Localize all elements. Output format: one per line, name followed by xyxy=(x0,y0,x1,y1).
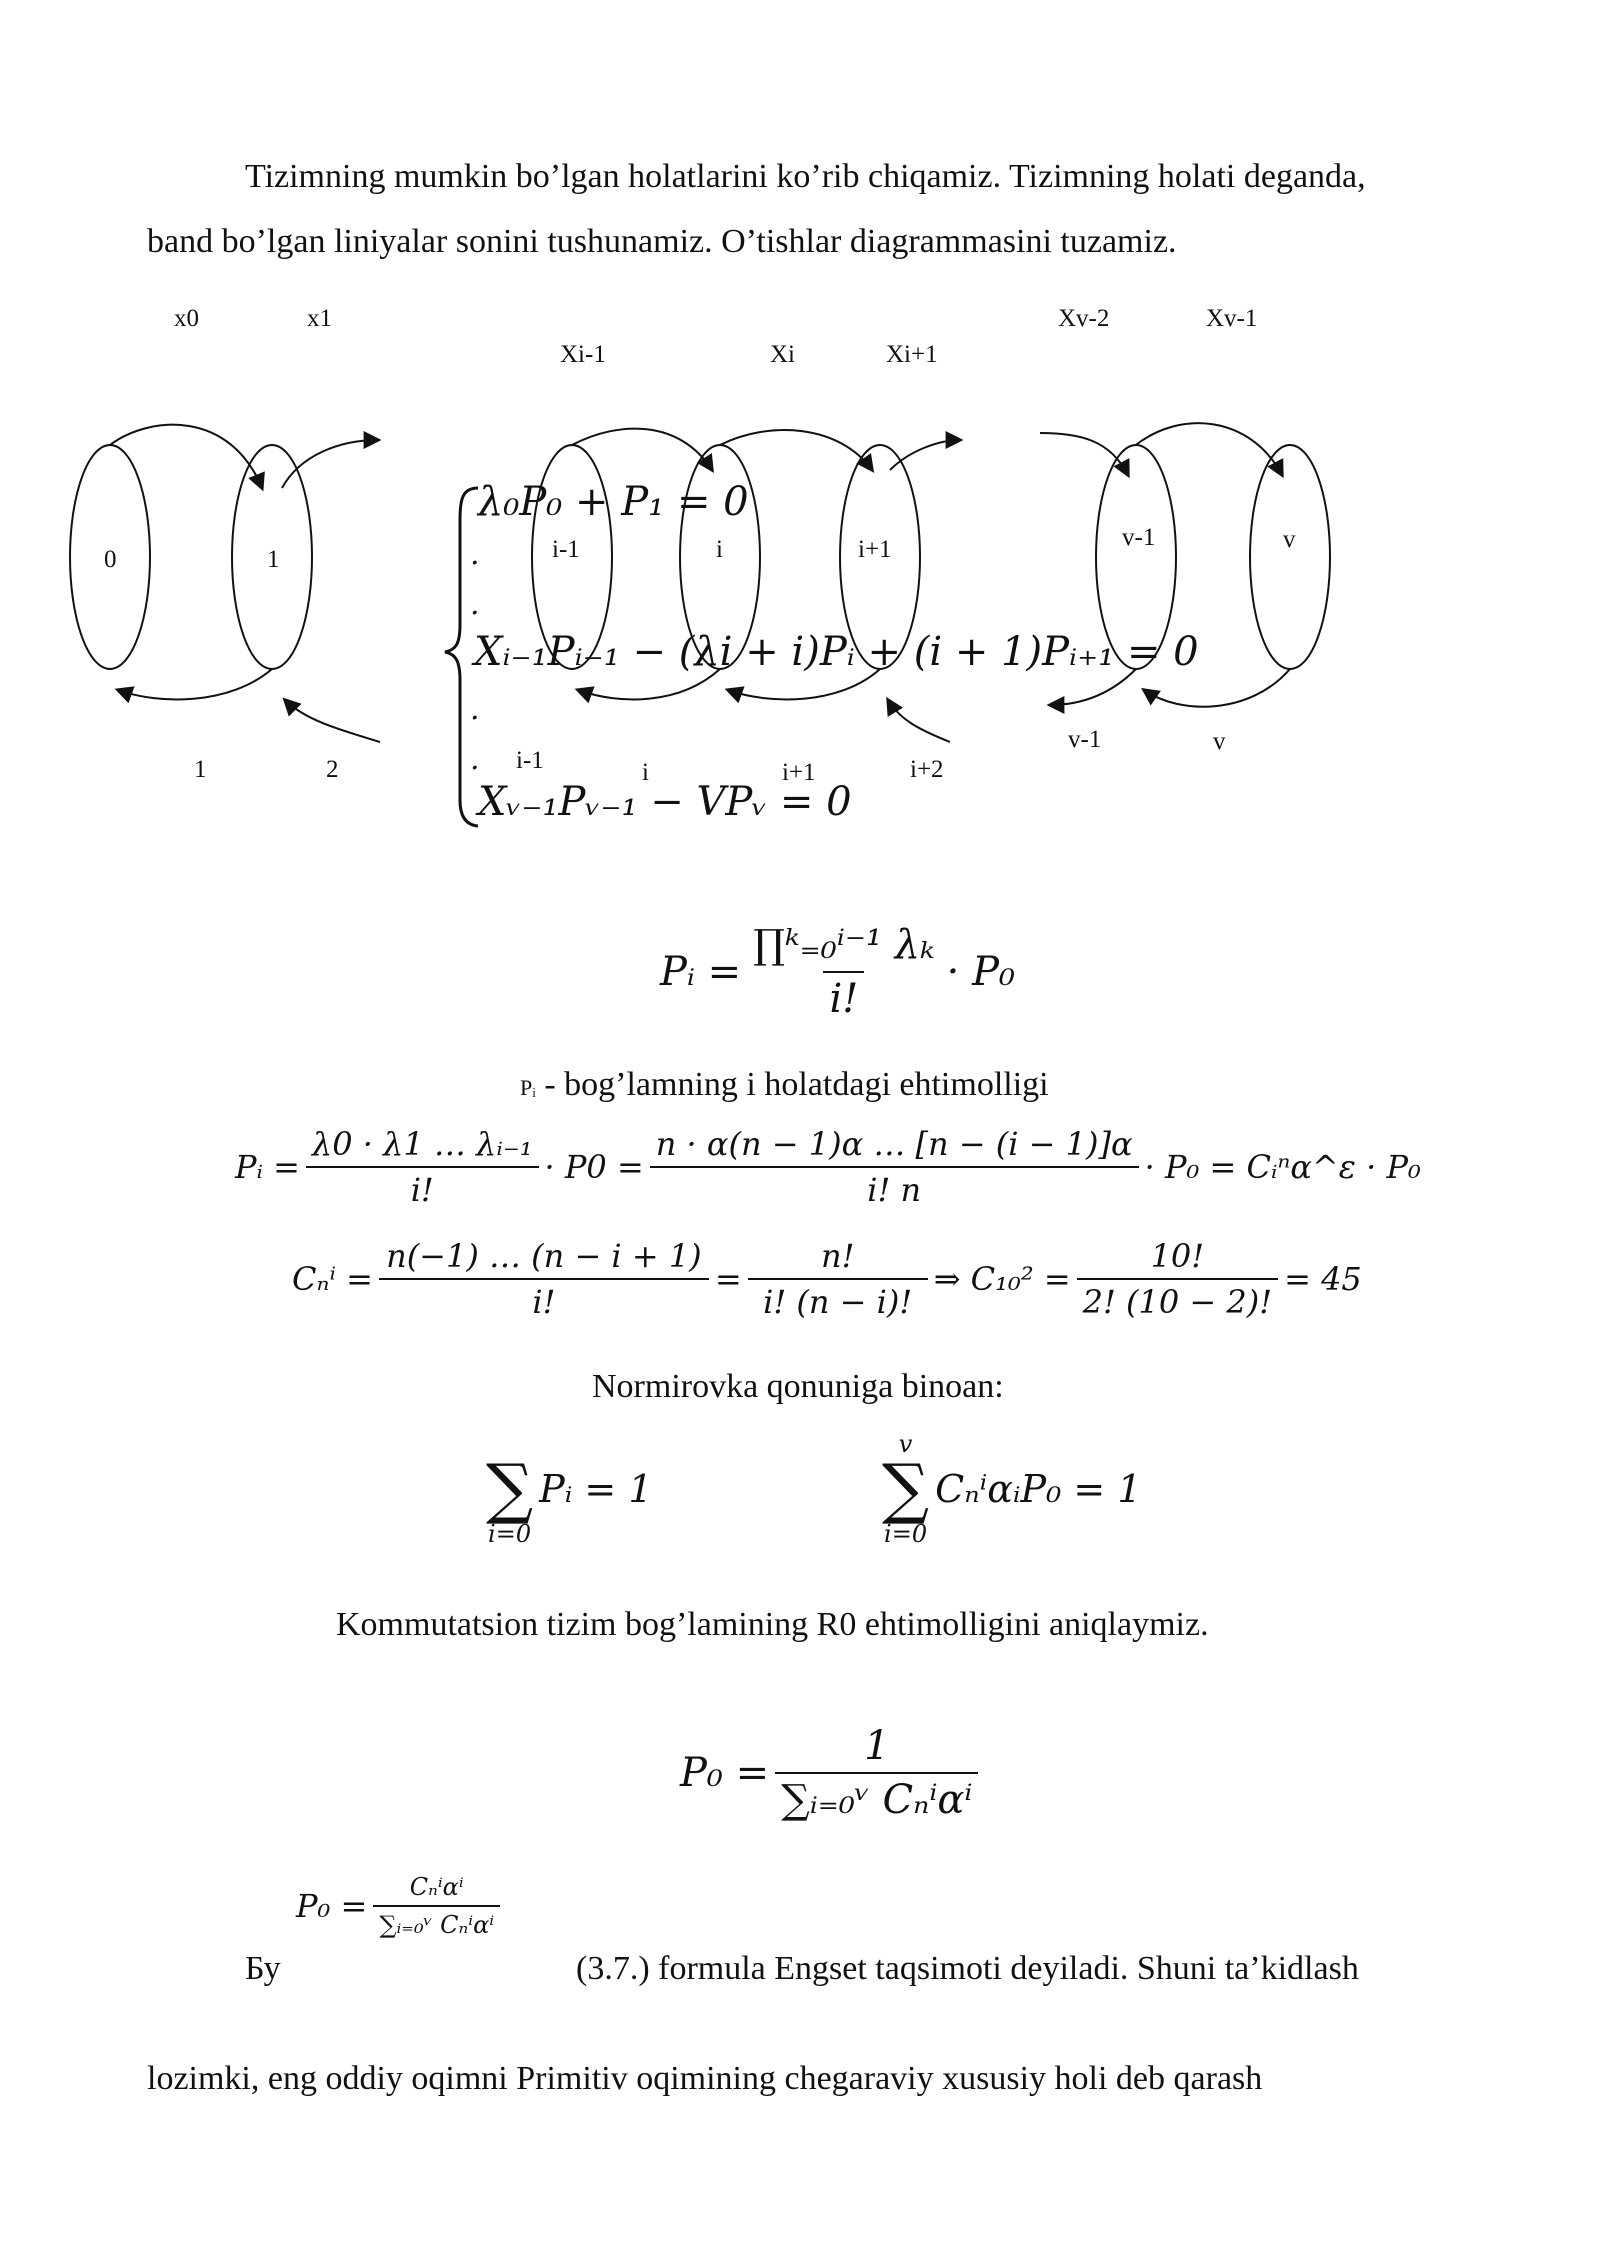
formula-p0-lhs: P₀ = xyxy=(680,1750,770,1796)
formula-comb-f2-num: n! xyxy=(820,1237,855,1275)
arc-top-i+1-out xyxy=(889,431,964,471)
rate-label-i-1: i-1 xyxy=(516,747,544,774)
sum-sigma-1: ∑ xyxy=(486,1450,534,1527)
system-dot-2: . xyxy=(470,587,480,622)
state-label-x0: x0 xyxy=(174,305,199,332)
system-dot-1: . xyxy=(470,537,480,572)
formula-long-f2-den: i! n xyxy=(649,1166,1139,1206)
system-eq-last: Xᵥ₋₁Pᵥ₋₁ − VPᵥ = 0 xyxy=(478,779,852,825)
system-eq-first: λ₀P₀ + P₁ = 0 xyxy=(478,479,749,525)
formula-pi-lhs: Pᵢ = xyxy=(660,949,742,995)
state-label-xi: Xi xyxy=(770,341,795,368)
formula-long-lhs: Pᵢ = xyxy=(235,1148,300,1186)
transition-diagram xyxy=(69,422,1331,828)
sum-probabilities: ∑ i=0 Pᵢ = 1 xyxy=(486,1432,653,1548)
pi-caption: Pᵢ - bog’lamning i holatdagi ehtimolligi xyxy=(520,1068,1049,1102)
state-label-xv-2: Xv-2 xyxy=(1058,305,1110,332)
state-label-xv-1: Xv-1 xyxy=(1206,305,1258,332)
node-label-v: v xyxy=(1283,526,1296,553)
by-word: Бу xyxy=(245,1950,281,1987)
sum-2-upper: v xyxy=(898,1430,913,1458)
arc-bot-in-i+1 xyxy=(886,696,951,743)
arc-top-in-v-1 xyxy=(1039,432,1130,479)
arc-top-0-1 xyxy=(109,423,265,492)
arc-bot-in-1 xyxy=(282,697,381,743)
formula-p0-num: 1 xyxy=(864,1723,890,1769)
intro-line-2: band bo’lgan liniyalar sonini tushunamiz… xyxy=(147,223,1177,260)
rate-label-i: i xyxy=(642,759,649,786)
formula-pi-tail: · P₀ xyxy=(946,949,1016,995)
sum-2-lower: i=0 xyxy=(884,1520,928,1548)
node-label-i+1: i+1 xyxy=(858,536,892,563)
sum-1-lower: i=0 xyxy=(488,1520,532,1548)
node-label-i-1: i-1 xyxy=(552,536,580,563)
arc-top-1-out xyxy=(281,431,382,489)
rate-label-2: 2 xyxy=(326,756,339,783)
node-label-i: i xyxy=(716,536,723,563)
formula-combination: Cₙⁱ = n(−1) … (n − i + 1) i! = n! i! (n … xyxy=(292,1240,1362,1318)
formula-pi-numerator: ∏ᵏ₌₀ⁱ⁻¹ λₖ xyxy=(753,922,935,968)
rate-label-v: v xyxy=(1213,728,1226,755)
pi-caption-symbol: Pᵢ xyxy=(520,1075,536,1100)
arc-bot-v-v-1 xyxy=(1141,668,1291,708)
formula-p0: P₀ = 1 ∑ᵢ₌₀ᵛ Cₙⁱαⁱ xyxy=(680,1726,984,1820)
state-node-v xyxy=(1249,444,1331,670)
formula-long-f1-den: i! xyxy=(305,1166,539,1206)
formula-long-f1-num: λ0 · λ1 … λᵢ₋₁ xyxy=(311,1125,533,1163)
formula-p0-inline: P₀ = Cₙⁱαⁱ ∑ᵢ₌₀ᵛ Cₙⁱαⁱ xyxy=(296,1875,506,1937)
formula-pi-denominator: i! xyxy=(823,971,865,1019)
pi-caption-text: - bog’lamning i holatdagi ehtimolligi xyxy=(544,1066,1049,1103)
arc-top-v-1-v xyxy=(1135,422,1284,479)
formula-p0-inline-den: ∑ᵢ₌₀ᵛ Cₙⁱαⁱ xyxy=(373,1905,501,1937)
arc-bot-v-1-out xyxy=(1046,668,1137,714)
bottom-line-1: (3.7.) formula Engset taqsimoti deyiladi… xyxy=(576,1950,1359,1987)
sum-sigma-2: ∑ xyxy=(882,1450,930,1527)
arc-bot-i+1-i xyxy=(724,668,881,704)
state-label-xi-1: Xi-1 xyxy=(560,341,606,368)
normirovka-heading: Normirovka qonuniga binoan: xyxy=(592,1368,1004,1405)
system-dot-3: . xyxy=(470,692,480,727)
formula-comb-lhs: Cₙⁱ = xyxy=(292,1260,373,1298)
arc-top-i-1-i xyxy=(571,427,714,474)
node-label-1: 1 xyxy=(267,546,280,573)
arc-bot-1-0 xyxy=(114,668,273,704)
sum-2-body: CₙⁱαᵢP₀ = 1 xyxy=(935,1467,1142,1511)
sum-engset: v ∑ i=0 CₙⁱαᵢP₀ = 1 xyxy=(882,1432,1142,1546)
node-label-v-1: v-1 xyxy=(1122,524,1156,551)
arc-bot-i-i-1 xyxy=(574,668,721,704)
kommutatsion-text: Kommutatsion tizim bog’lamining R0 ehtim… xyxy=(336,1606,1209,1643)
formula-comb-eq: = xyxy=(714,1260,742,1298)
formula-p0-den: ∑ᵢ₌₀ᵛ Cₙⁱαⁱ xyxy=(775,1772,979,1820)
formula-comb-f1-num: n(−1) … (n − i + 1) xyxy=(386,1237,702,1275)
rate-label-i+1: i+1 xyxy=(782,759,816,786)
bottom-line-2: lozimki, eng oddiy oqimni Primitiv oqimi… xyxy=(147,2060,1263,2097)
formula-comb-mid: ⇒ C₁₀² = xyxy=(933,1260,1071,1298)
formula-comb-f3-den: 2! (10 − 2)! xyxy=(1076,1278,1279,1318)
formula-long-mid: · P0 = xyxy=(544,1148,644,1186)
state-label-x1: x1 xyxy=(307,305,332,332)
rate-label-v-1: v-1 xyxy=(1068,726,1102,753)
formula-pi-product: Pᵢ = ∏ᵏ₌₀ⁱ⁻¹ λₖ i! · P₀ xyxy=(660,925,1015,1019)
system-eq-middle: Xᵢ₋₁Pᵢ₋₁ − (λi + i)Pᵢ + (i + 1)Pᵢ₊₁ = 0 xyxy=(474,629,1199,675)
arc-top-i-i+1 xyxy=(719,429,875,473)
state-label-xi+1: Xi+1 xyxy=(886,341,938,368)
formula-comb-f1-den: i! xyxy=(378,1278,709,1318)
node-label-0: 0 xyxy=(104,546,117,573)
formula-pi-expanded: Pᵢ = λ0 · λ1 … λᵢ₋₁ i! · P0 = n · α(n − … xyxy=(235,1128,1421,1206)
formula-long-f2-num: n · α(n − 1)α … [n − (i − 1)]α xyxy=(655,1125,1133,1163)
formula-comb-f2-den: i! (n − i)! xyxy=(747,1278,928,1318)
system-dot-4: . xyxy=(470,742,480,777)
sum-1-body: Pᵢ = 1 xyxy=(539,1467,653,1511)
system-brace xyxy=(444,486,479,828)
formula-comb-f3-num: 10! xyxy=(1150,1237,1205,1275)
formula-p0-inline-lhs: P₀ = xyxy=(296,1887,368,1925)
formula-comb-tail: = 45 xyxy=(1284,1260,1362,1298)
rate-label-1: 1 xyxy=(194,756,207,783)
intro-line-1: Tizimning mumkin bo’lgan holatlarini ko’… xyxy=(245,158,1366,195)
formula-p0-inline-num: Cₙⁱαⁱ xyxy=(409,1873,464,1901)
formula-long-tail: · P₀ = Cᵢⁿα^ε · P₀ xyxy=(1144,1148,1421,1186)
rate-label-i+2: i+2 xyxy=(910,756,944,783)
